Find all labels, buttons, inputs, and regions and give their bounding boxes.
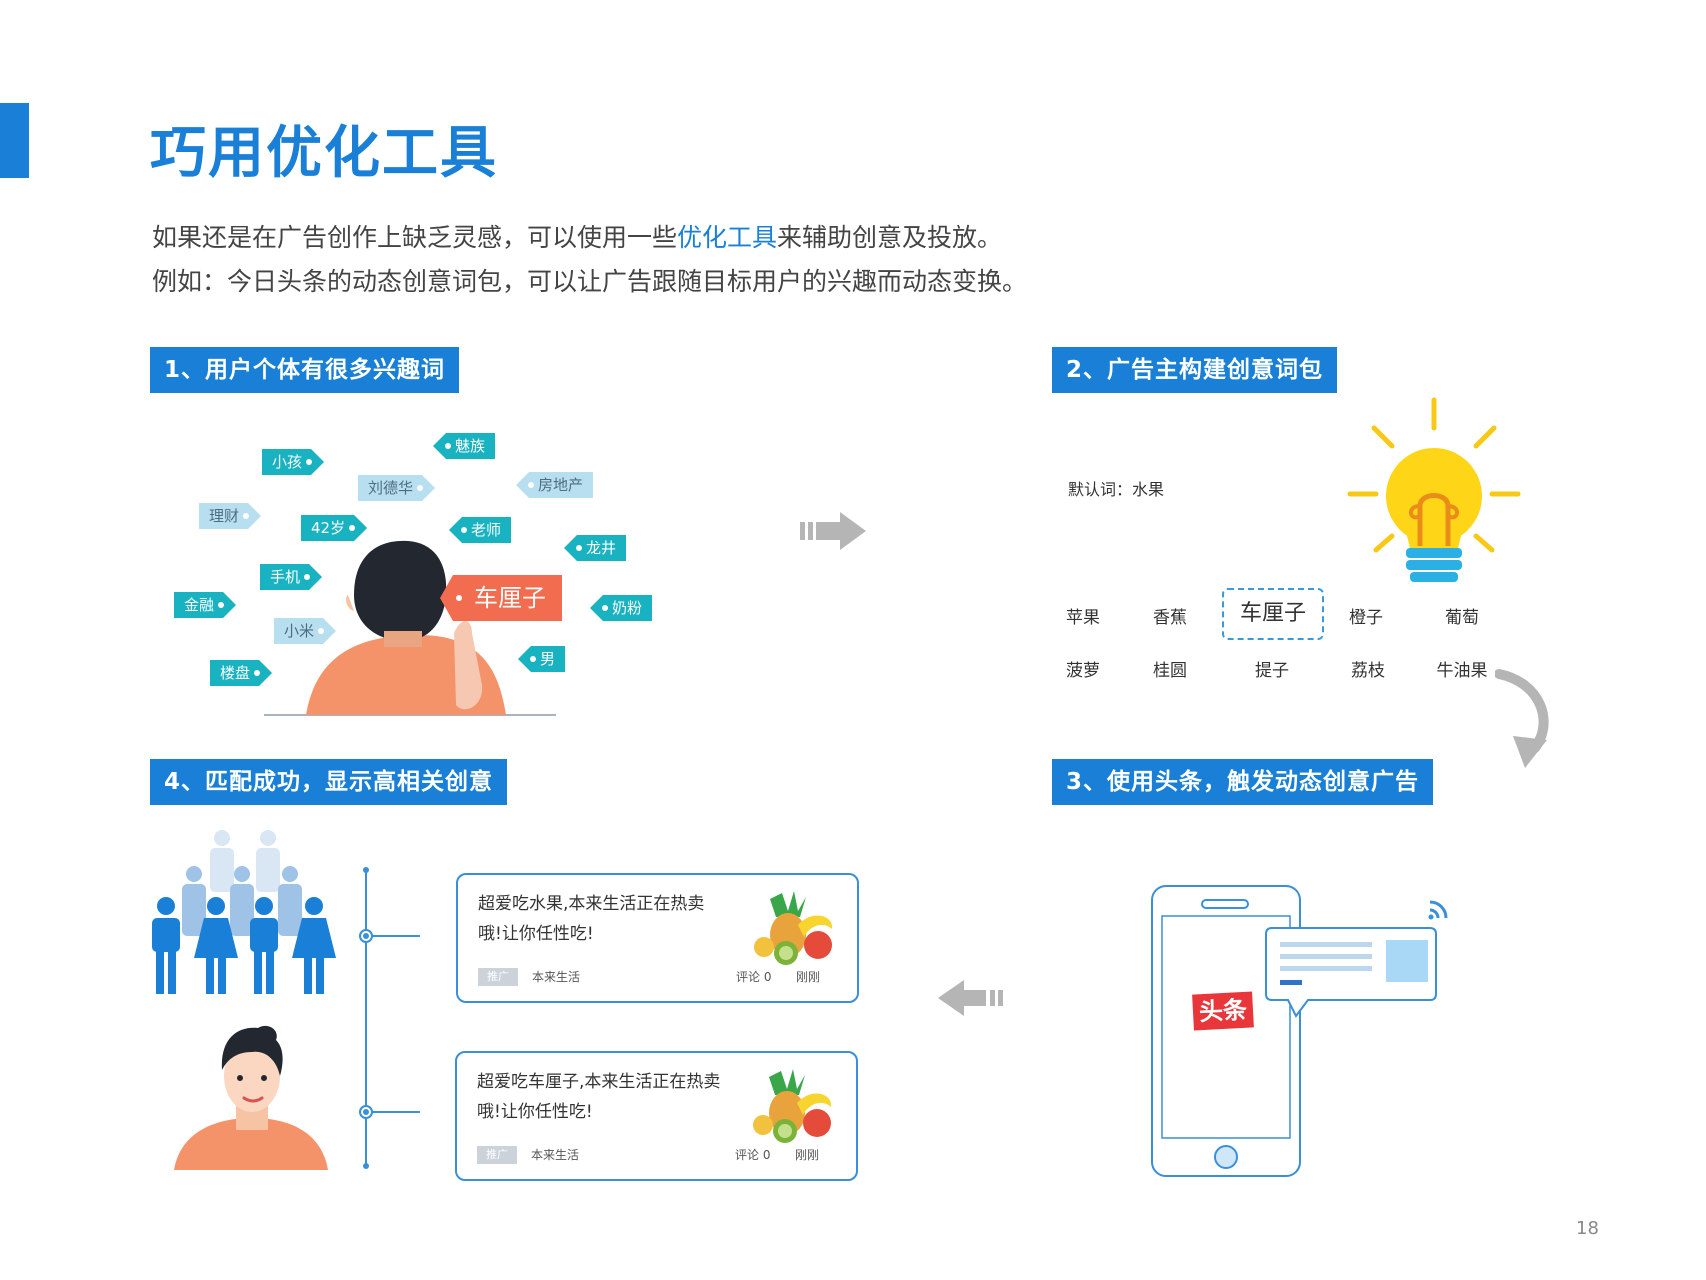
ad-time: 刚刚 (796, 970, 821, 984)
intro-highlight: 优化工具 (677, 223, 778, 252)
user-face-illustration (174, 1025, 328, 1170)
section-2-header: 2、广告主构建创意词包 (1052, 347, 1338, 393)
interest-tag-naifen: 奶粉 (590, 595, 653, 621)
interest-tag-shouji: 手机 (260, 564, 322, 590)
interest-tag-longjing: 龙井 (564, 535, 627, 561)
intro-line-1: 如果还是在广告创作上缺乏灵感，可以使用一些优化工具来辅助创意及投放。 (152, 223, 1003, 252)
interest-tag-xiaohai: 小孩 (262, 449, 324, 475)
ad-time: 刚刚 (795, 1148, 820, 1162)
connector-lines (359, 867, 420, 1169)
promo-badge: 推广 (478, 968, 518, 986)
intro-line-2: 例如：今日头条的动态创意词包，可以让广告跟随目标用户的兴趣而动态变换。 (152, 267, 1028, 296)
interest-tag-chelizi: 车厘子 (440, 575, 562, 621)
fruit-image (754, 891, 833, 965)
ad-comments[interactable]: 评论 0 (735, 1148, 771, 1162)
interest-tag-laoshi: 老师 (449, 517, 512, 543)
section-3-header: 3、使用头条，触发动态创意广告 (1052, 759, 1434, 805)
fruit-image (753, 1069, 832, 1143)
word-pack-item: 桂圆 (1153, 661, 1187, 681)
phone-illustration (1151, 885, 1448, 1177)
word-pack-item: 橙子 (1349, 608, 1383, 628)
page-title: 巧用优化工具 (150, 121, 498, 186)
word-pack-item: 提子 (1255, 661, 1289, 681)
word-pack-item: 菠萝 (1066, 661, 1100, 681)
interest-tag-age: 42岁 (301, 515, 367, 541)
toutiao-logo: 头条 (1192, 991, 1254, 1031)
ad-source[interactable]: 本来生活 (531, 1148, 580, 1162)
word-pack-item: 牛油果 (1436, 661, 1488, 681)
crowd-icon (152, 830, 336, 994)
ad-card-text: 超爱吃水果,本来生活正在热卖哦!让你任性吃! (478, 894, 705, 944)
section-4-header: 4、匹配成功，显示高相关创意 (150, 759, 508, 805)
ad-card-text: 超爱吃车厘子,本来生活正在热卖哦!让你任性吃! (477, 1072, 721, 1122)
user-back-illustration (264, 540, 556, 716)
interest-tag-fangdichan: 房地产 (516, 472, 594, 498)
ad-card[interactable]: 超爱吃水果,本来生活正在热卖哦!让你任性吃! 推广 本来生活 评论 0 刚刚 (456, 873, 859, 1003)
interest-tag-licai: 理财 (199, 503, 261, 529)
accent-bar (0, 103, 29, 178)
interest-tag-jinrong: 金融 (174, 592, 236, 618)
lightbulb-icon (1347, 397, 1521, 582)
ad-source[interactable]: 本来生活 (532, 970, 581, 984)
interest-tag-liudehua: 刘德华 (358, 475, 435, 501)
page-number: 18 (1576, 1218, 1599, 1239)
word-pack-item: 荔枝 (1351, 661, 1385, 681)
ad-card[interactable]: 超爱吃车厘子,本来生活正在热卖哦!让你任性吃! 推广 本来生活 评论 0 刚刚 (455, 1051, 858, 1181)
ad-comments[interactable]: 评论 0 (736, 970, 772, 984)
word-pack-item: 葡萄 (1445, 608, 1479, 628)
arrow-right-icon (800, 512, 866, 550)
interest-tag-meizu: 魅族 (433, 433, 496, 459)
arrow-left-icon (938, 980, 1003, 1016)
curved-arrow-icon (1495, 669, 1549, 768)
default-word-label: 默认词：水果 (1068, 480, 1165, 499)
word-pack-item: 香蕉 (1153, 608, 1187, 628)
interest-tag-xiaomi: 小米 (274, 618, 336, 644)
word-pack-item: 苹果 (1066, 608, 1100, 628)
word-pack-item-selected: 车厘子 (1222, 588, 1324, 640)
promo-badge: 推广 (477, 1146, 517, 1164)
interest-tag-loupan: 楼盘 (210, 660, 272, 686)
section-1-header: 1、用户个体有很多兴趣词 (150, 347, 460, 393)
